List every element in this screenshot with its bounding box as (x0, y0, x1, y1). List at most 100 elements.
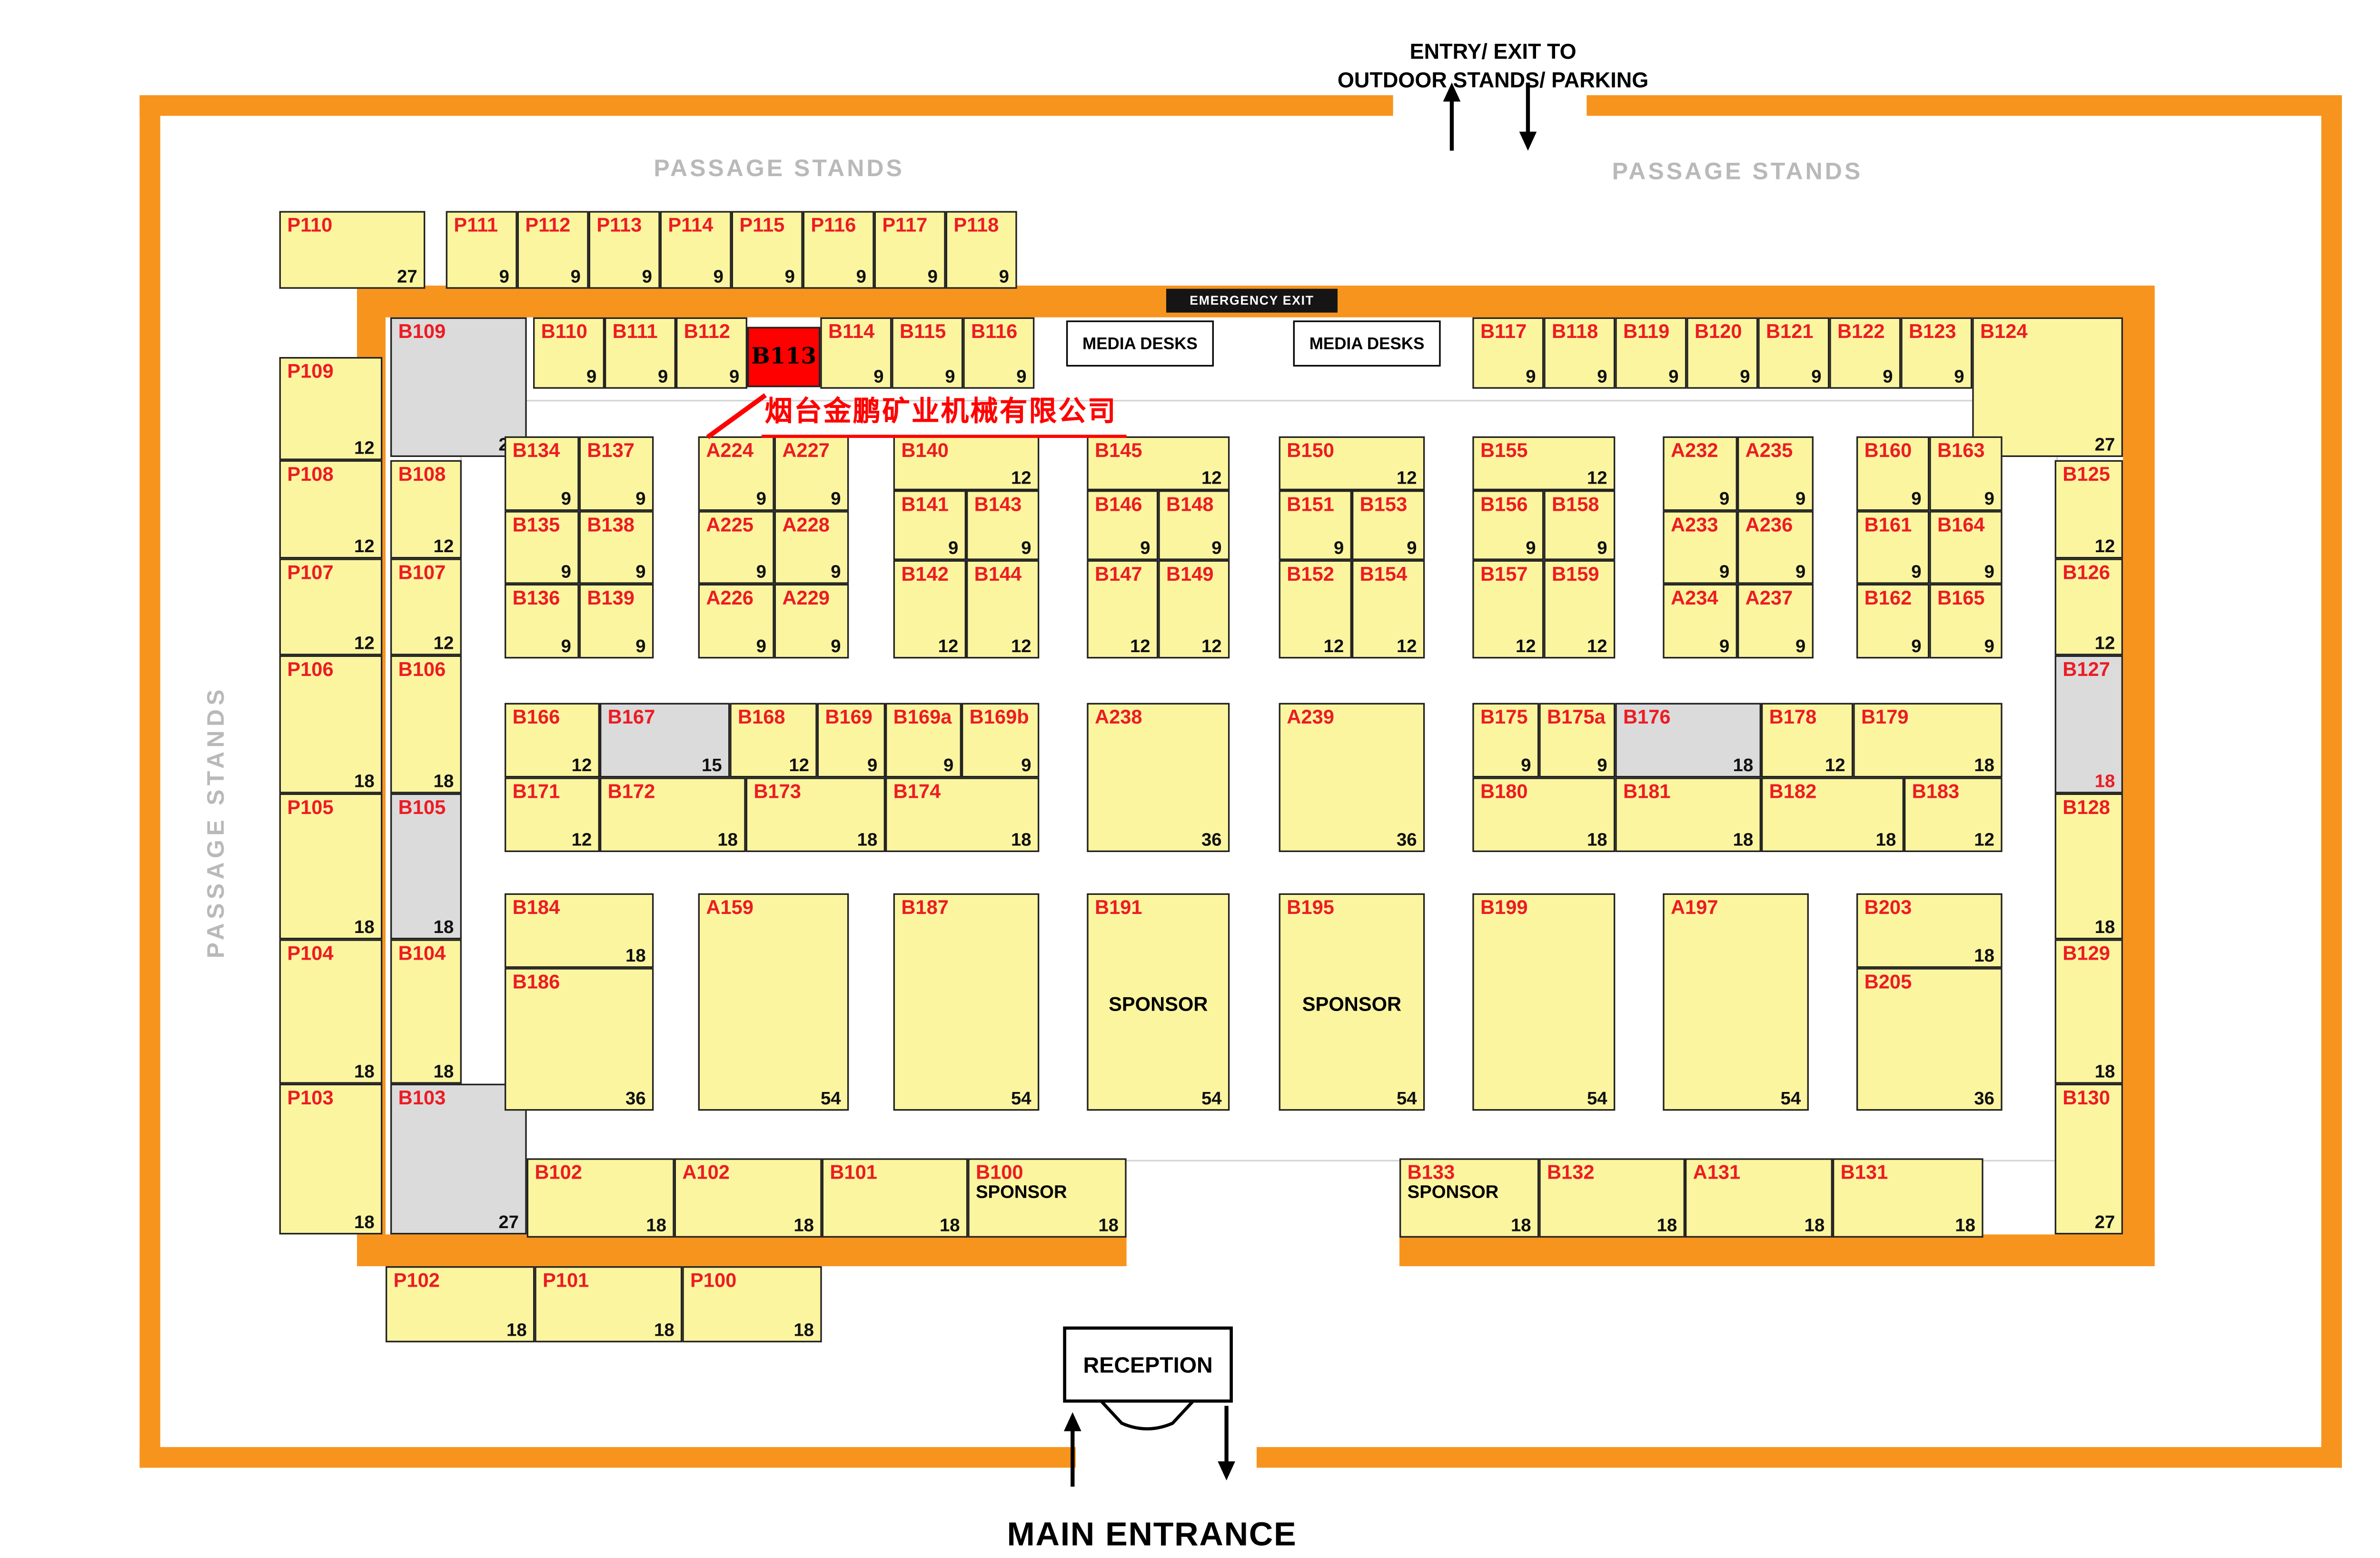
booth-id-label: P101 (542, 1269, 589, 1292)
booth-id-label: B151 (1287, 493, 1334, 516)
booth-id-label: B163 (1937, 439, 1985, 462)
booth-id-label: B162 (1864, 587, 1912, 609)
passage-stands-label-top-left: PASSAGE STANDS (654, 155, 904, 183)
booth-id-label: P100 (690, 1269, 737, 1292)
booth-size-label: 54 (1587, 1090, 1607, 1109)
media-desk-right: MEDIA DESKS (1293, 320, 1441, 367)
booth-size-label: 9 (642, 268, 652, 288)
booth-size-label: 9 (1333, 539, 1344, 559)
highlighted-company-name: 烟台金鹏矿业机械有限公司 (761, 390, 1127, 438)
booth-id-label: B167 (607, 706, 655, 728)
booth-size-label: 9 (1021, 539, 1031, 559)
booth-size-label: 9 (1954, 368, 1964, 387)
booth-size-label: 18 (506, 1321, 527, 1341)
booth-id-label: P108 (287, 463, 334, 486)
booth-size-label: 9 (1016, 368, 1027, 387)
booth-id-label: B176 (1623, 706, 1671, 728)
entry-exit-label: ENTRY/ EXIT TO OUTDOOR STANDS/ PARKING (1298, 38, 1688, 94)
booth-id-label: A224 (706, 439, 754, 462)
booth-size-label: 9 (1597, 756, 1607, 776)
booth-id-label: B165 (1937, 587, 1985, 609)
booth-id-label: B121 (1765, 320, 1814, 343)
booth-id-label: B155 (1480, 439, 1528, 462)
booth-id-label: P117 (882, 214, 928, 237)
booth-size-label: 54 (1396, 1090, 1417, 1109)
booth-size-label: 27 (498, 1213, 519, 1233)
outer-frame-left-segment (139, 95, 160, 1468)
reception-canopy (1099, 1401, 1196, 1430)
booth-size-label: 12 (433, 635, 454, 654)
booth-id-label: B172 (607, 780, 655, 803)
booth-size-label: 18 (1510, 1217, 1531, 1236)
booth-size-label: 9 (1668, 368, 1679, 387)
booth-id-label: B173 (754, 780, 801, 803)
booth-id-label: B112 (684, 320, 730, 343)
booth-size-label: 12 (1011, 469, 1031, 489)
booth-size-label: 9 (561, 563, 571, 583)
booth-size-label: 9 (943, 756, 954, 776)
booth-id-label: B134 (512, 439, 560, 462)
booth-size-label: 9 (927, 268, 938, 288)
booth-size-label: 9 (1795, 563, 1806, 583)
booth-size-label: 18 (654, 1321, 674, 1341)
booth-size-label: 9 (1140, 539, 1150, 559)
booth-id-label: B122 (1837, 320, 1885, 343)
booth-size-label: 9 (831, 490, 841, 509)
entrance-up-arrow-icon (1063, 1412, 1081, 1487)
booth-size-label: 9 (1740, 368, 1750, 387)
booth-id-label: B143 (974, 493, 1022, 516)
booth-id-label: P110 (287, 214, 333, 237)
booth-size-label: 9 (1911, 637, 1922, 657)
booth-size-label: 9 (635, 490, 646, 509)
booth-id-label: B103 (398, 1087, 446, 1109)
sponsor-label: SPONSOR (1109, 993, 1208, 1016)
booth-id-label: B135 (512, 514, 560, 536)
outer-frame-top-right-segment (1587, 95, 2342, 116)
emergency-exit-sign: EMERGENCY EXIT (1166, 288, 1338, 313)
booth-id-label: B128 (2063, 796, 2110, 819)
outer-frame-bottom-right-segment (1256, 1447, 2342, 1468)
booth-id-label: B203 (1864, 896, 1912, 919)
booth-id-label: A238 (1094, 706, 1142, 728)
booth-size-label: 9 (1211, 539, 1222, 559)
booth-size-label: 9 (1911, 490, 1922, 509)
booth-size-label: 36 (1396, 831, 1417, 851)
booth-id-label: B184 (512, 896, 560, 919)
booth-id-label: B115 (899, 320, 946, 343)
booth-size-label: 18 (1955, 1217, 1975, 1236)
booth-id-label: B142 (901, 563, 949, 585)
booth-size-label: 18 (1656, 1217, 1677, 1236)
booth-size-label: 9 (586, 368, 597, 387)
booth-id-label: B179 (1861, 706, 1909, 728)
